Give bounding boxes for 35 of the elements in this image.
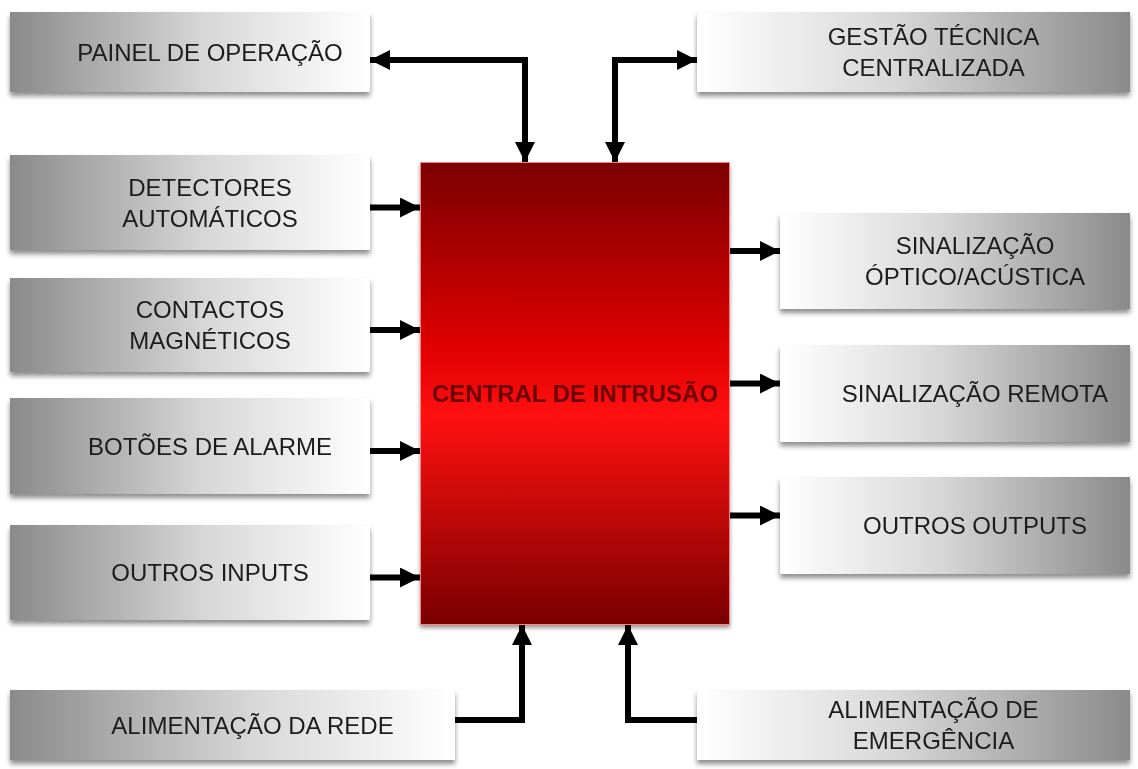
box-label: ALIMENTAÇÃO DE EMERGÊNCIA xyxy=(827,695,1040,756)
arrow xyxy=(730,241,780,261)
box-label: PAINEL DE OPERAÇÃO xyxy=(76,37,343,68)
component-box xyxy=(10,278,370,372)
component-box xyxy=(10,12,370,92)
component-box xyxy=(10,155,370,250)
arrow xyxy=(370,50,535,162)
component-box xyxy=(780,477,1130,574)
arrow xyxy=(370,320,420,340)
box-label: ALIMENTAÇÃO DA REDE xyxy=(110,710,394,741)
central-block xyxy=(420,162,730,625)
arrow xyxy=(618,625,697,723)
arrow xyxy=(370,441,420,461)
block-label: CENTRAL DE INTRUSÃO xyxy=(431,378,719,409)
arrow xyxy=(730,373,780,394)
component-box xyxy=(697,690,1130,760)
box-label: OUTROS INPUTS xyxy=(110,558,309,588)
box-label: GESTÃO TÉCNICA CENTRALIZADA xyxy=(826,22,1041,83)
component-box xyxy=(10,690,455,760)
box-label: SINALIZAÇÃO ÓPTICO/ACÚSTICA xyxy=(864,231,1086,292)
component-box xyxy=(697,12,1130,92)
arrow xyxy=(370,197,420,218)
arrow xyxy=(370,567,420,588)
box-label: SINALIZAÇÃO REMOTA xyxy=(840,379,1109,409)
arrow xyxy=(455,625,532,723)
component-box xyxy=(10,525,370,620)
arrow xyxy=(730,505,780,526)
box-label: OUTROS OUTPUTS xyxy=(862,511,1087,541)
component-box xyxy=(780,345,1130,442)
box-label: CONTACTOS MAGNÉTICOS xyxy=(128,295,292,356)
box-label: DETECTORES AUTOMÁTICOS xyxy=(121,172,299,234)
arrow xyxy=(605,50,697,162)
component-box xyxy=(10,398,370,494)
component-box xyxy=(780,213,1130,309)
box-label: BOTÕES DE ALARME xyxy=(86,431,333,462)
